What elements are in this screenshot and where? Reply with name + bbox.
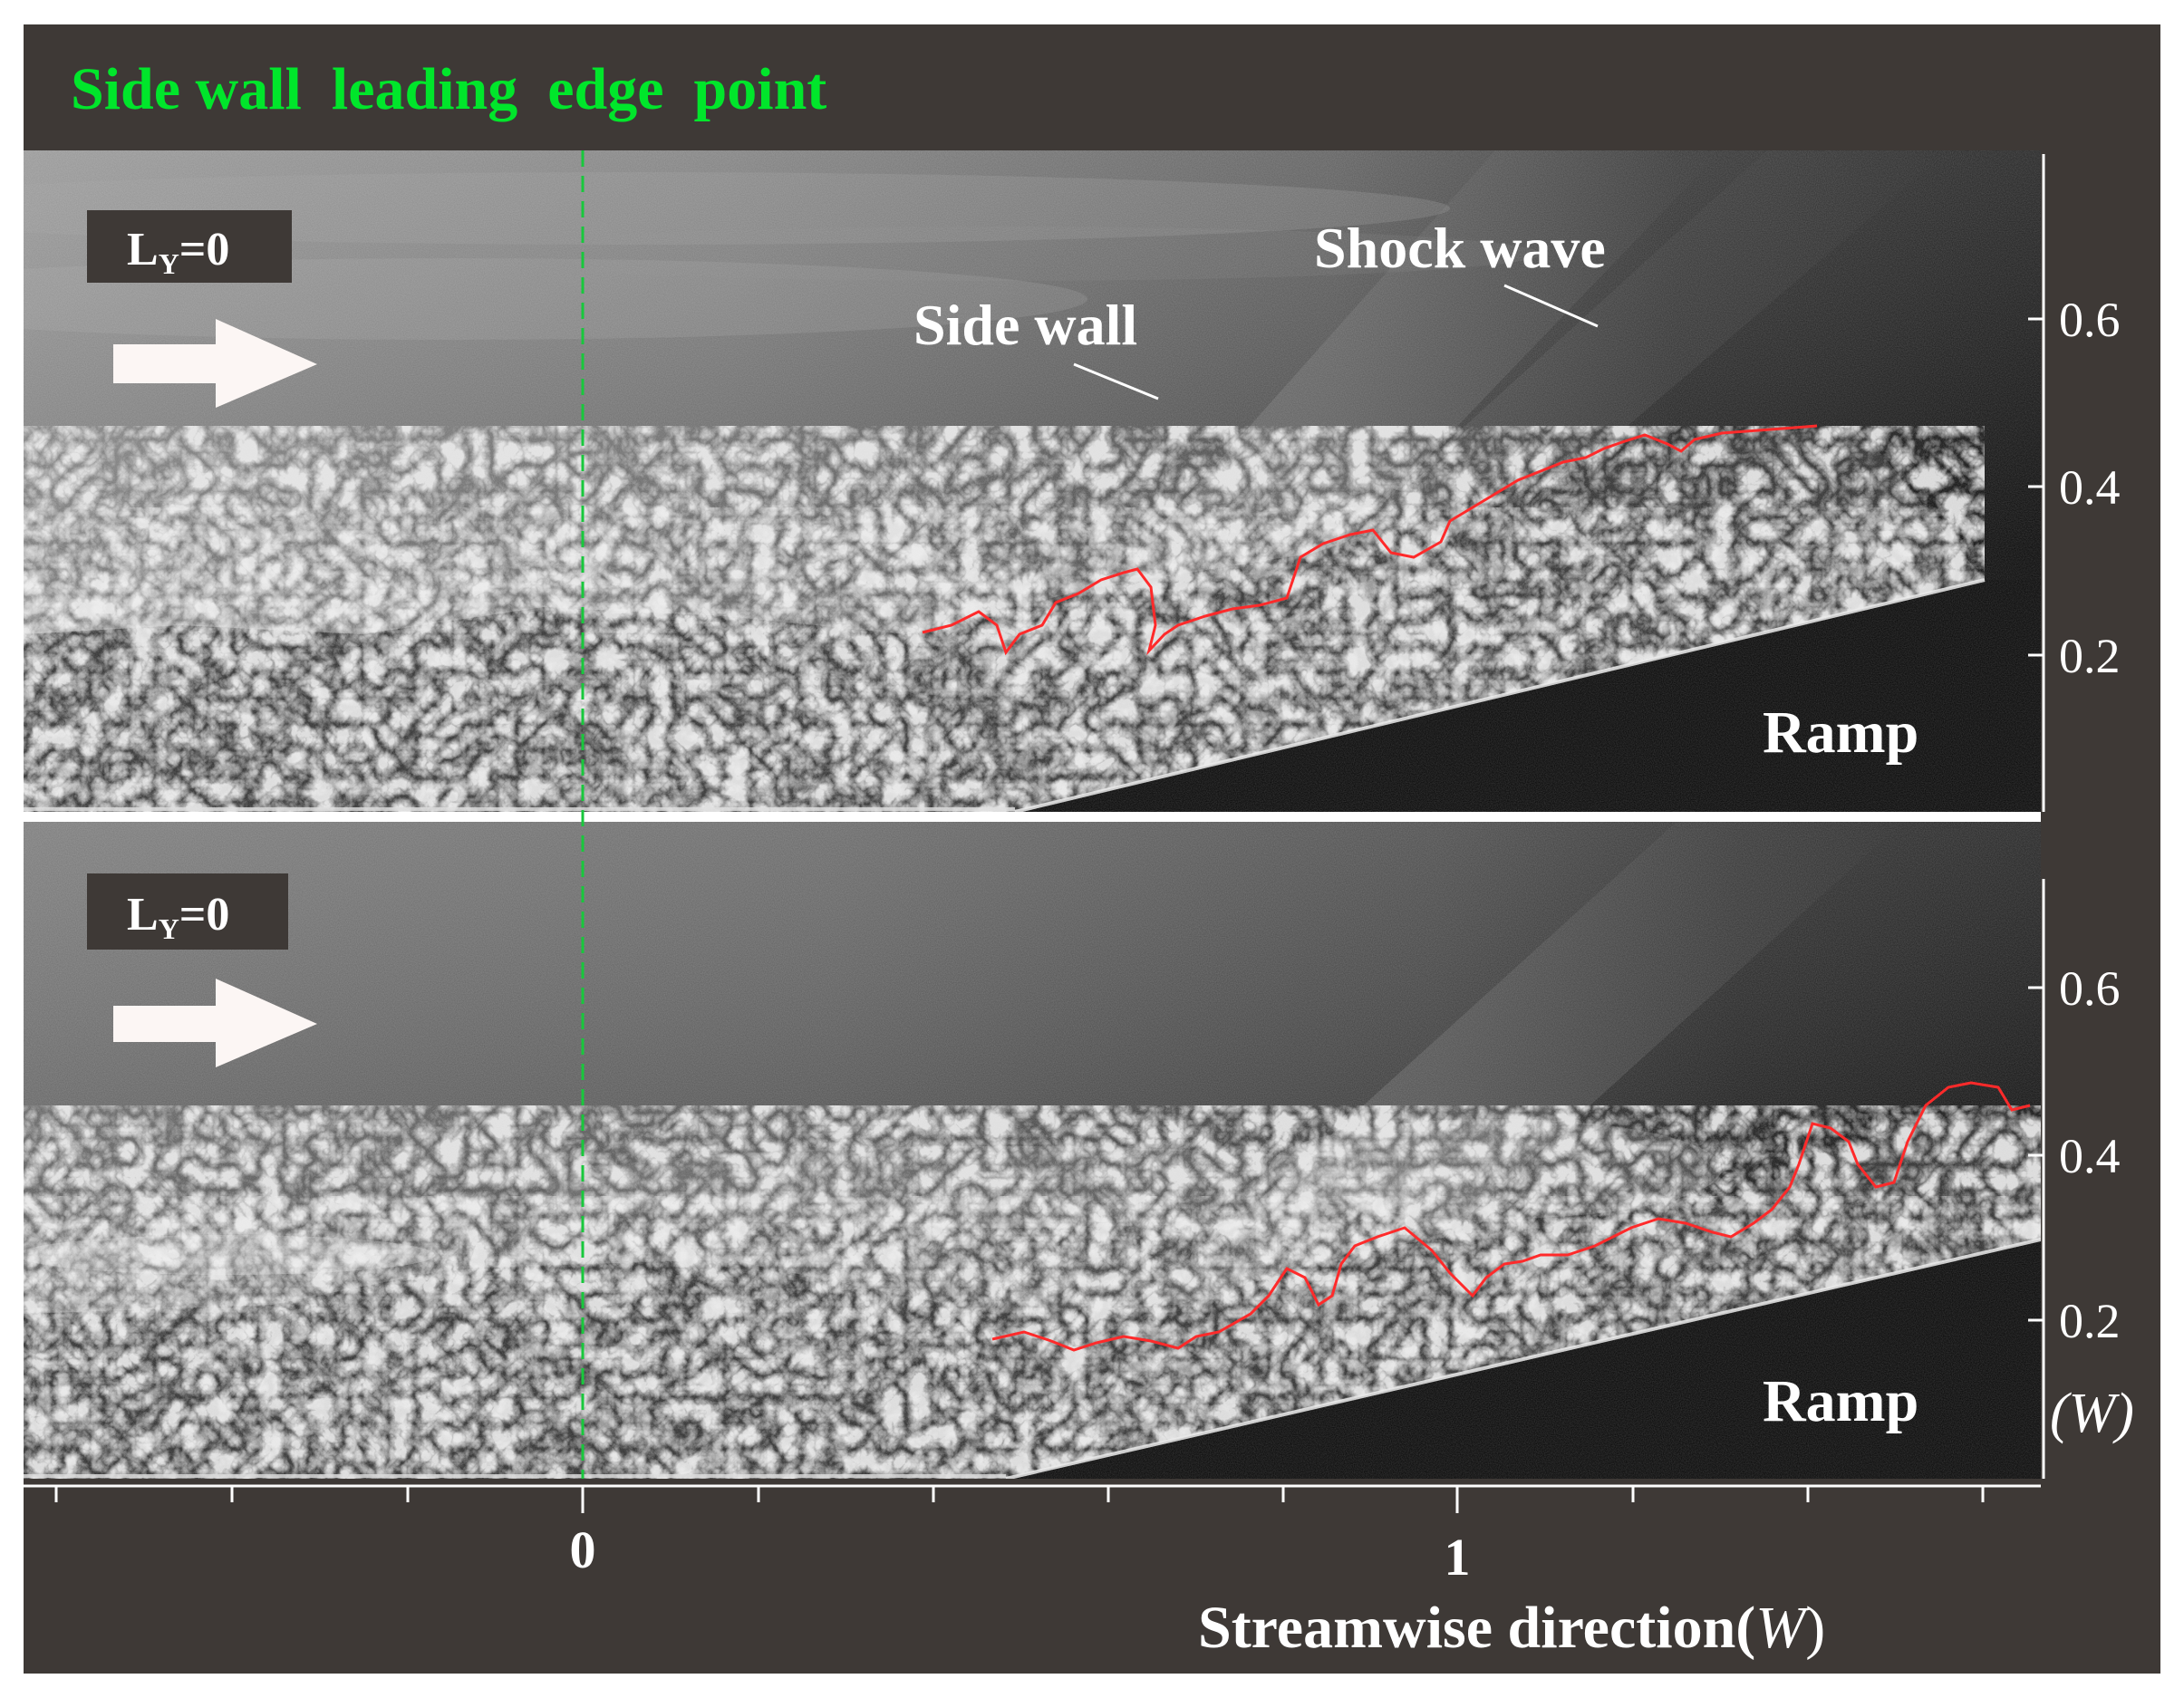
- x-axis: [24, 1484, 2041, 1513]
- bottom-panel-image: [24, 822, 2041, 1479]
- shock-wave-label: Shock wave: [1314, 216, 1606, 280]
- panel-separator: [24, 812, 2041, 822]
- x-tick-1: 1: [1445, 1528, 1471, 1587]
- top-y-axis: [2028, 154, 2045, 812]
- top-y-tick-0-6: 0.6: [2059, 293, 2121, 347]
- top-flow-arrow-icon: [113, 319, 317, 408]
- side-wall-label: Side wall: [913, 293, 1137, 357]
- bottom-ly-badge: LY=0: [127, 889, 229, 945]
- shock-wave-leader-line: [1503, 284, 1599, 328]
- figure-title: Side wall leading edge point: [71, 56, 826, 122]
- top-badge-bg: [87, 210, 292, 283]
- bottom-y-tick-0-2: 0.2: [2059, 1294, 2121, 1348]
- bottom-flow-arrow-icon: [113, 979, 317, 1067]
- top-y-tick-0-4: 0.4: [2059, 460, 2121, 515]
- top-interface-contour: [922, 424, 1818, 656]
- bottom-interface-contour: [991, 1081, 2031, 1352]
- top-ramp-label: Ramp: [1763, 699, 1918, 766]
- x-axis-title: Streamwise direction(W): [1198, 1595, 1825, 1661]
- bottom-y-axis: [2028, 879, 2045, 1479]
- bottom-ramp-label: Ramp: [1763, 1368, 1918, 1434]
- top-ly-badge: LY=0: [127, 224, 229, 280]
- top-panel-image: [24, 150, 2041, 812]
- bottom-y-tick-0-4: 0.4: [2059, 1129, 2121, 1183]
- y-axis-unit: (W): [2050, 1383, 2134, 1444]
- x-tick-0: 0: [570, 1520, 596, 1579]
- bottom-y-tick-0-6: 0.6: [2059, 961, 2121, 1016]
- top-y-tick-0-2: 0.2: [2059, 629, 2121, 683]
- side-wall-leader-line: [1073, 362, 1159, 400]
- bottom-badge-bg: [87, 873, 288, 950]
